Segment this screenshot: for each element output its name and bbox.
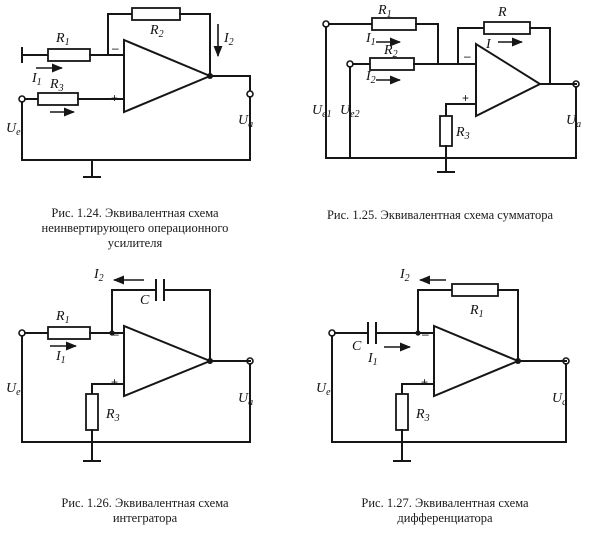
fig124-label-r3: R3 (49, 77, 64, 94)
fig127-label-i1: I1 (367, 351, 378, 368)
fig126-wire (163, 289, 211, 362)
fig125-label-r2: R2 (383, 43, 398, 60)
fig127-ground (393, 441, 411, 462)
fig124-wire (89, 13, 133, 56)
fig126-label-ua: Ua (238, 391, 253, 408)
fig-125-circuit: – + R1 R2 R I I1 I2 (312, 3, 581, 173)
fig125-resistor-r (483, 21, 531, 35)
fig124-label-i2: I2 (223, 31, 234, 48)
fig125-label-i1: I1 (365, 31, 376, 48)
fig124-ground-rail (21, 96, 251, 161)
fig127-resistor-r1 (451, 283, 499, 297)
fig125-wire (457, 27, 485, 65)
fig-126-circuit: – + R1 I1 I2 C R3 Ue Ua (6, 267, 254, 462)
fig125-wire (529, 27, 551, 85)
fig126-ground (83, 441, 101, 462)
fig127-label-c: C (352, 339, 362, 354)
fig124-resistor-r2 (131, 7, 181, 21)
fig125-plus-sign: + (462, 91, 469, 105)
fig124-wire (209, 75, 251, 91)
fig127-plus-sign: + (421, 375, 428, 389)
fig127-label-r3: R3 (415, 407, 430, 424)
fig125-label-i: I (485, 37, 492, 52)
fig127-label-i2: I2 (399, 267, 410, 284)
fig126-label-r3: R3 (105, 407, 120, 424)
fig126-resistor-r1 (47, 326, 91, 340)
fig126-wire (91, 383, 125, 395)
fig-127-circuit: – + C I1 I2 R1 R3 Ue Ua (316, 267, 570, 462)
fig124-caption-line: неинвертирующего операционного (41, 221, 229, 235)
fig126-label-ue: Ue (6, 381, 21, 398)
fig126-wire (111, 289, 157, 334)
fig126-capacitor-c (155, 279, 165, 301)
fig125-label-ue1: Ue1 (312, 103, 332, 120)
fig126-label-r1: R1 (55, 309, 70, 326)
fig125-resistor-r3 (439, 115, 453, 147)
fig127-label-ua: Ua (552, 391, 567, 408)
fig126-label-i2: I2 (93, 267, 104, 284)
fig124-label-i1: I1 (31, 71, 42, 88)
fig125-wire (445, 103, 477, 117)
fig126-label-i1: I1 (55, 349, 66, 366)
fig126-label-c: C (140, 293, 150, 308)
fig124-caption: Рис. 1.24. Эквивалентная схема неинверти… (0, 206, 270, 251)
fig126-opamp (123, 324, 213, 398)
fig125-caption: Рис. 1.25. Эквивалентная схема сумматора (290, 208, 590, 223)
fig125-label-r3: R3 (455, 125, 470, 142)
fig127-label-ue: Ue (316, 381, 331, 398)
fig124-ground (83, 159, 101, 178)
fig127-caption-line: дифференциатора (397, 511, 493, 525)
fig-124-circuit: – + R1 R2 R3 I1 I2 Ue Ua (6, 7, 254, 178)
fig127-wire (497, 289, 519, 362)
fig126-plus-sign: + (111, 375, 118, 389)
fig127-wire (417, 289, 453, 334)
fig127-resistor-r3 (395, 393, 409, 431)
fig125-wire (415, 23, 439, 65)
fig125-resistor-r1 (371, 17, 417, 31)
fig127-capacitor-c (367, 322, 377, 344)
fig126-caption: Рис. 1.26. Эквивалентная схема интеграто… (10, 496, 280, 526)
fig124-opamp (123, 38, 213, 114)
fig126-resistor-r3 (85, 393, 99, 431)
fig125-label-r: R (497, 5, 507, 20)
fig125-label-r1: R1 (377, 3, 392, 20)
fig124-minus-sign: – (112, 41, 119, 55)
fig127-ground-rail (331, 335, 567, 443)
fig124-label-r2: R2 (149, 23, 164, 40)
fig125-caption-line: Рис. 1.25. Эквивалентная схема сумматора (326, 208, 554, 222)
fig126-caption-line: интегратора (112, 511, 178, 525)
fig125-minus-sign: – (464, 49, 471, 63)
fig127-opamp (433, 324, 521, 398)
fig124-resistor-r1 (47, 48, 91, 62)
fig124-label-ua: Ua (238, 113, 253, 130)
fig127-caption-line: Рис. 1.27. Эквивалентная схема (361, 496, 529, 510)
fig126-ground-rail (21, 335, 251, 443)
fig124-label-ue: Ue (6, 121, 21, 138)
fig124-wire (179, 13, 211, 77)
fig127-caption: Рис. 1.27. Эквивалентная схема дифференц… (310, 496, 580, 526)
fig125-label-i2: I2 (365, 69, 376, 86)
fig125-label-ue2: Ue2 (340, 103, 360, 120)
fig124-caption-line: Рис. 1.24. Эквивалентная схема (51, 206, 219, 220)
fig125-label-ua: Ua (566, 113, 581, 130)
fig124-resistor-r3 (37, 92, 79, 106)
fig127-label-r1: R1 (469, 303, 484, 320)
fig125-ground-rail (325, 26, 577, 159)
fig125-opamp (475, 42, 543, 118)
fig127-wire (401, 383, 435, 395)
fig124-caption-line: усилителя (107, 236, 163, 250)
fig126-caption-line: Рис. 1.26. Эквивалентная схема (61, 496, 229, 510)
fig124-label-r1: R1 (55, 31, 70, 48)
